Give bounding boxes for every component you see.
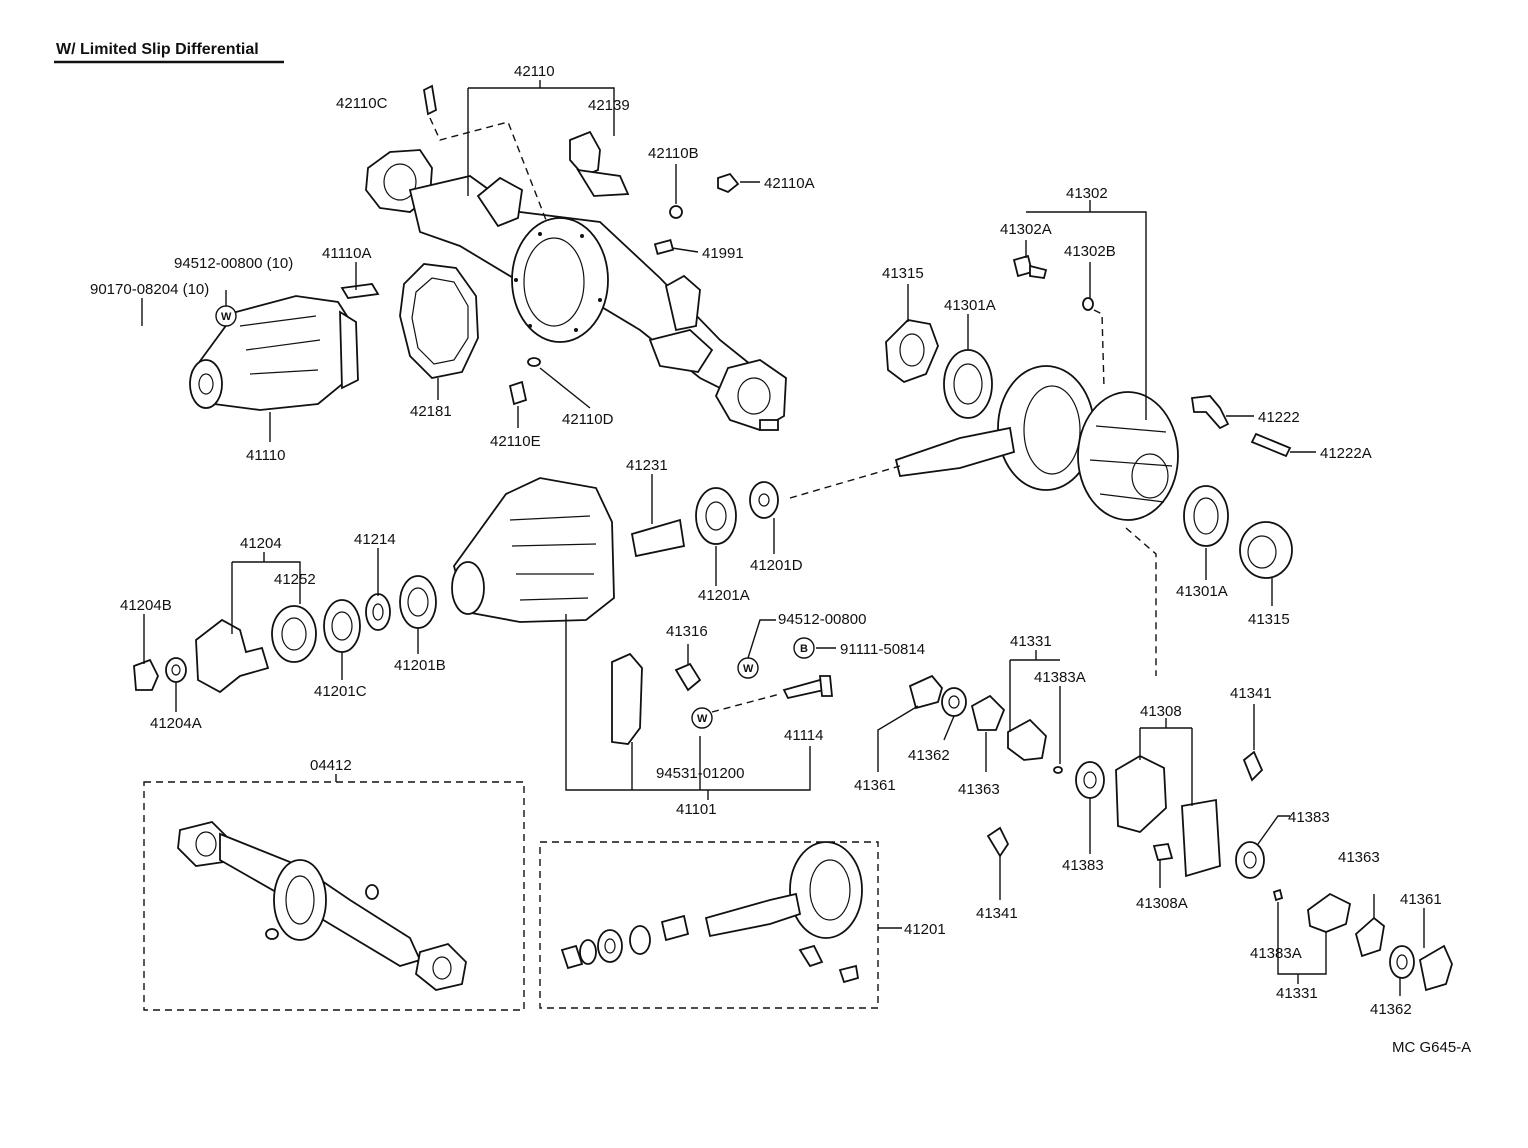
label-41308: 41308 [1140,703,1182,720]
label-42110: 42110 [514,63,555,80]
part-labels: 42110 42110C 42139 42110B 42110A 41991 9… [90,63,1442,1018]
axle-housing-kit-drawing [177,821,467,991]
label-41361-right: 41361 [1400,891,1442,908]
label-42139: 42139 [588,97,630,114]
label-04412: 04412 [310,757,352,774]
label-41204: 41204 [240,535,282,552]
differential-assembly-drawing [885,254,1293,579]
washer-symbol-2: W [737,657,759,679]
label-94512-00800: 94512-00800 [778,611,866,628]
gasket-42181 [399,263,479,379]
label-41315-top: 41315 [882,265,924,282]
label-41383-left: 41383 [1062,857,1104,874]
washer-symbol-3: W [691,707,713,729]
label-41302A: 41302A [1000,221,1052,238]
label-41362-left: 41362 [908,747,950,764]
label-41201D: 41201D [750,557,803,574]
label-90170-08204-10: 90170-08204 (10) [90,281,209,298]
svg-text:W: W [743,663,754,675]
label-41383-right: 41383 [1288,809,1330,826]
label-41301A-top: 41301A [944,297,996,314]
label-41362-right: 41362 [1370,1001,1412,1018]
label-41341-top: 41341 [1230,685,1272,702]
label-41331-bottom: 41331 [1276,985,1318,1002]
bolt-symbol: B [793,637,815,659]
svg-text:W: W [697,713,708,725]
lsd-parts-drawing [908,674,1453,992]
label-41252: 41252 [274,571,316,588]
label-41361-left: 41361 [854,777,896,794]
label-41204B: 41204B [120,597,172,614]
washer-symbol-1: W [215,305,237,327]
label-41231: 41231 [626,457,668,474]
label-42110C: 42110C [336,95,388,112]
svg-text:W: W [221,311,232,323]
label-42181: 42181 [410,403,452,420]
ring-pinion-kit-drawing [560,841,863,984]
figure-code: MC G645-A [1392,1039,1471,1056]
differential-carrier-drawing [451,477,615,623]
label-41302B: 41302B [1064,243,1116,260]
label-41222: 41222 [1258,409,1300,426]
label-42110A: 42110A [764,175,815,192]
pinion-parts-drawing [133,481,779,694]
label-42110E: 42110E [490,433,541,450]
svg-text:B: B [800,643,808,655]
label-41201A: 41201A [698,587,750,604]
label-91111-50814: 91111-50814 [840,641,925,658]
carrier-41110 [189,283,380,411]
label-41363-left: 41363 [958,781,1000,798]
label-41110: 41110 [246,447,286,464]
label-41331-top: 41331 [1010,633,1052,650]
axle-housing-drawing [365,84,787,431]
bearing-cap-drawing [611,652,833,745]
label-42110B: 42110B [648,145,699,162]
label-94531-01200: 94531-01200 [656,765,744,782]
leader-lines [141,80,1425,996]
diagram-title: W/ Limited Slip Differential [56,41,259,58]
label-41383A-bottom: 41383A [1250,945,1302,962]
label-41214: 41214 [354,531,396,548]
label-94512-00800-10: 94512-00800 (10) [174,255,293,272]
label-41114: 41114 [784,727,824,744]
label-41363-right: 41363 [1338,849,1380,866]
label-41315-bottom: 41315 [1248,611,1290,628]
label-41201C: 41201C [314,683,367,700]
label-41301A-bottom: 41301A [1176,583,1228,600]
label-42110D: 42110D [562,411,614,428]
label-41341-bottom: 41341 [976,905,1018,922]
label-41204A: 41204A [150,715,202,732]
kit-box-41201 [539,841,879,1009]
label-41383A-top: 41383A [1034,669,1086,686]
label-41302: 41302 [1066,185,1108,202]
label-41308A: 41308A [1136,895,1188,912]
label-41101: 41101 [676,801,717,818]
label-41110A: 41110A [322,245,372,262]
label-41222A: 41222A [1320,445,1372,462]
kit-box-04412 [143,781,525,1011]
label-41201: 41201 [904,921,946,938]
label-41991: 41991 [702,245,744,262]
label-41201B: 41201B [394,657,446,674]
label-41316: 41316 [666,623,708,640]
